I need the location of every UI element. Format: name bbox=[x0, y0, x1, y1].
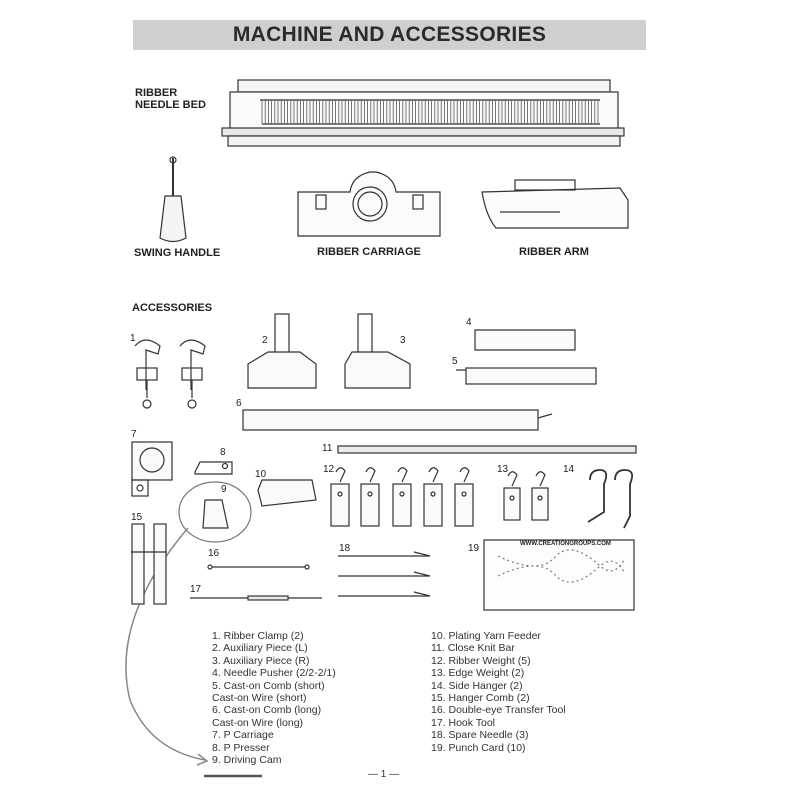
item-number-12: 12 bbox=[323, 464, 335, 475]
legend-item: 15. Hanger Comb (2) bbox=[431, 692, 530, 705]
item-number-8: 8 bbox=[220, 447, 226, 458]
legend-right: 10. Plating Yarn Feeder 11. Close Knit B… bbox=[431, 630, 566, 754]
punch-card-url: WWW.CREATIONGROUPS.COM bbox=[520, 541, 611, 547]
legend-item: 7. P Carriage bbox=[212, 729, 274, 742]
legend-item: Cast-on Wire (long) bbox=[212, 716, 304, 729]
legend-item: 5. Cast-on Comb (short) bbox=[212, 679, 325, 692]
label-swing-handle: SWING HANDLE bbox=[134, 247, 221, 259]
page-title-bar: MACHINE AND ACCESSORIES bbox=[133, 20, 646, 50]
legend-item: 18. Spare Needle (3) bbox=[431, 729, 529, 742]
close-knit-bar-drawing bbox=[337, 445, 637, 454]
item-number-1: 1 bbox=[130, 333, 136, 344]
item-number-4: 4 bbox=[466, 317, 472, 328]
legend-item: 6. Cast-on Comb (long) bbox=[212, 704, 322, 717]
item-number-16: 16 bbox=[208, 548, 220, 559]
ribber-arm-drawing bbox=[481, 179, 629, 229]
item-number-19: 19 bbox=[468, 543, 480, 554]
punch-card-drawing bbox=[483, 539, 635, 611]
legend-item: 10. Plating Yarn Feeder bbox=[431, 630, 541, 642]
legend-item: 3. Auxiliary Piece (R) bbox=[212, 654, 310, 667]
item-number-2: 2 bbox=[262, 335, 268, 346]
p-carriage-drawing bbox=[131, 441, 173, 497]
driving-cam-drawing bbox=[125, 481, 262, 778]
label-ribber-arm: RIBBER ARM bbox=[519, 246, 589, 258]
double-eye-transfer-tool-drawing bbox=[207, 564, 310, 570]
ribber-needle-bed-drawing bbox=[221, 79, 625, 147]
item-number-6: 6 bbox=[236, 398, 242, 409]
item-number-17: 17 bbox=[190, 584, 202, 595]
legend-item: 11. Close Knit Bar bbox=[431, 642, 515, 655]
legend-item: 12. Ribber Weight (5) bbox=[431, 654, 531, 667]
ribber-clamp-drawing bbox=[134, 339, 206, 409]
legend-item: 4. Needle Pusher (2/2-2/1) bbox=[212, 667, 336, 680]
label-accessories: ACCESSORIES bbox=[132, 302, 213, 314]
item-number-15: 15 bbox=[131, 512, 143, 523]
legend-item: 17. Hook Tool bbox=[431, 716, 496, 729]
legend-item: 16. Double-eye Transfer Tool bbox=[431, 704, 566, 717]
side-hangers-drawing bbox=[587, 469, 634, 529]
legend-item: 9. Driving Cam bbox=[212, 754, 282, 767]
page-number: — 1 — bbox=[368, 769, 400, 780]
auxiliary-pieces-drawing bbox=[247, 313, 411, 389]
page-title: MACHINE AND ACCESSORIES bbox=[232, 23, 547, 46]
legend-item: 1. Ribber Clamp (2) bbox=[212, 630, 304, 642]
spare-needles-drawing bbox=[338, 551, 431, 597]
needle-pusher-drawing bbox=[474, 329, 576, 351]
item-number-13: 13 bbox=[497, 464, 509, 475]
label-ribber-needle-bed: RIBBER NEEDLE BED bbox=[135, 87, 206, 111]
ribber-carriage-drawing bbox=[297, 171, 441, 237]
item-number-18: 18 bbox=[339, 543, 351, 554]
legend-item: 8. P Presser bbox=[212, 741, 270, 754]
edge-weights-drawing bbox=[503, 471, 549, 521]
item-number-5: 5 bbox=[452, 356, 458, 367]
item-number-11: 11 bbox=[322, 443, 333, 454]
ribber-weights-drawing bbox=[330, 467, 474, 527]
legend-item: Cast-on Wire (short) bbox=[212, 692, 307, 705]
item-number-9: 9 bbox=[221, 484, 227, 495]
legend-left: 1. Ribber Clamp (2) 2. Auxiliary Piece (… bbox=[212, 630, 336, 766]
needle-bed-teeth bbox=[261, 100, 599, 124]
label-ribber-carriage: RIBBER CARRIAGE bbox=[317, 246, 421, 258]
item-number-14: 14 bbox=[563, 464, 575, 475]
cast-on-comb-long-drawing bbox=[242, 409, 553, 431]
legend-item: 13. Edge Weight (2) bbox=[431, 667, 525, 680]
plating-yarn-feeder-drawing bbox=[257, 479, 317, 507]
item-number-3: 3 bbox=[400, 335, 406, 346]
item-number-7: 7 bbox=[131, 429, 137, 440]
cast-on-comb-short-drawing bbox=[456, 367, 597, 385]
p-presser-drawing bbox=[194, 461, 233, 475]
swing-handle-drawing bbox=[159, 156, 187, 243]
item-number-10: 10 bbox=[255, 469, 267, 480]
legend-item: 2. Auxiliary Piece (L) bbox=[212, 642, 308, 655]
legend-item: 14. Side Hanger (2) bbox=[431, 679, 523, 692]
hook-tool-drawing bbox=[190, 595, 322, 601]
legend-item: 19. Punch Card (10) bbox=[431, 741, 526, 754]
hanger-combs-drawing bbox=[131, 523, 167, 605]
